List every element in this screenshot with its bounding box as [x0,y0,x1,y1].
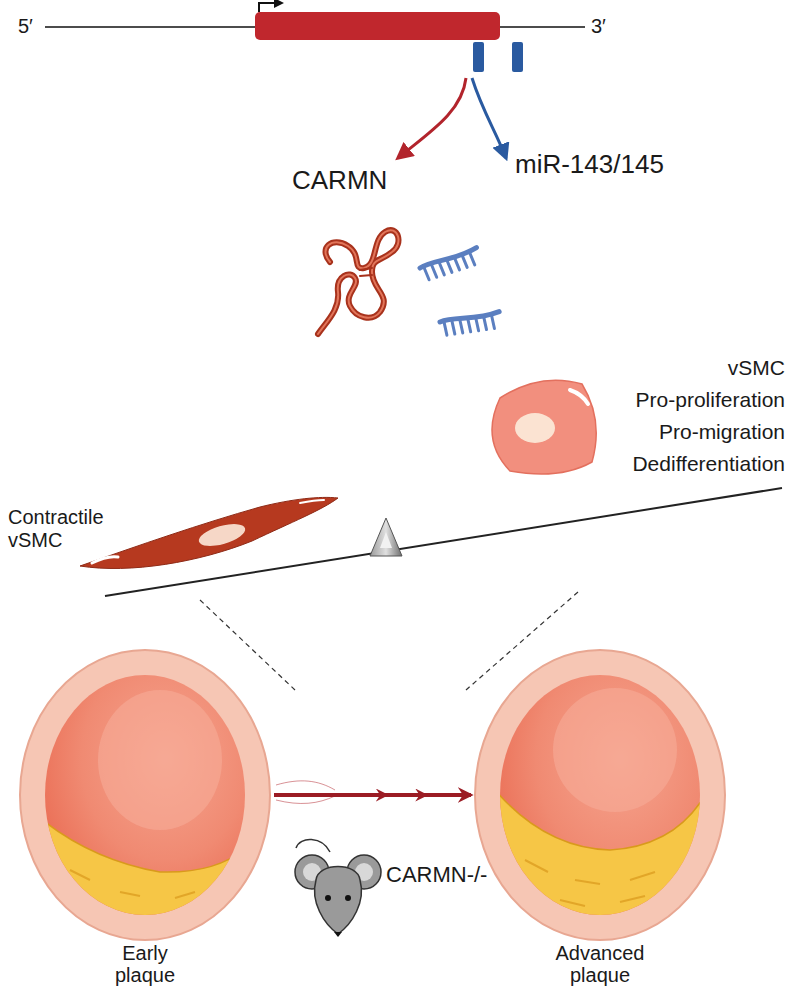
transcript-label: CARMN [292,166,387,196]
plaque-node: Advanced plaque [475,650,725,986]
contractile-cell [80,497,338,568]
mirna-strand [419,248,481,282]
end-label: 3′ [591,15,606,38]
transcript-arrow [398,78,466,158]
phenotype-label: Pro-proliferation [636,388,785,412]
tss-arrow [259,3,282,12]
mirna-strand [440,312,502,336]
fulcrum [370,518,402,556]
phenotype-label: Pro-migration [659,420,785,444]
plaque-node: Early plaque [20,650,270,986]
artery-early [20,650,270,940]
plaque-caption: Advanced plaque [556,942,645,986]
mirna-label: miR-143/145 [515,150,664,180]
end-label: 5′ [18,15,33,38]
motion-line [276,781,335,790]
mirna-icon [419,248,501,336]
genotype-label: CARMN-/- [386,862,487,887]
plaque-caption: Early plaque [115,942,175,986]
gene-exon [255,12,500,40]
mirna-locus [512,42,523,72]
seesaw-beam [105,488,782,596]
cell-label: vSMC [728,356,785,380]
progression-arrow [274,793,471,797]
mirna-locus [473,42,484,72]
mouse-icon [295,839,381,937]
fulcrum-highlight [380,532,392,548]
synthetic-cell [492,380,596,474]
artery-advanced [475,650,725,940]
lncrna-icon [318,230,398,334]
phenotype-label: Dedifferentiation [632,452,785,476]
mirna-arrow [472,78,506,158]
cell-label: Contractile vSMC [8,506,104,552]
motion-line [276,796,335,803]
